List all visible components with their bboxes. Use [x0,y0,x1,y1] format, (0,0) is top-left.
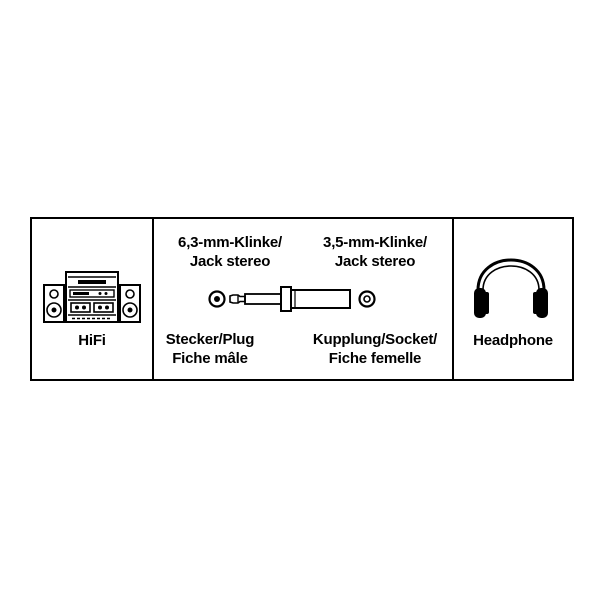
socket-gender-line-2: Fiche femelle [328,350,422,367]
plug-type-line-1: 6,3-mm-Klinke/ [178,234,282,251]
plug-gender-label: Stecker/Plug Fiche mâle [156,330,264,368]
headphones-icon [474,258,548,318]
plug-type-line-2: Jack stereo [189,253,271,270]
socket-gender-line-1: Kupplung/Socket/ [312,331,438,348]
plug-type-label: 6,3-mm-Klinke/ Jack stereo [156,233,304,271]
divider-right [452,217,454,381]
hifi-stereo-icon [43,271,141,323]
diagram-frame [30,217,574,381]
socket-type-label: 3,5-mm-Klinke/ Jack stereo [300,233,450,271]
jack-adapter-icon [208,286,376,312]
socket-type-line-1: 3,5-mm-Klinke/ [323,234,427,251]
plug-gender-line-2: Fiche mâle [172,350,248,367]
divider-left [152,217,154,381]
socket-gender-label: Kupplung/Socket/ Fiche femelle [302,330,448,368]
socket-type-line-2: Jack stereo [334,253,416,270]
headphone-label: Headphone [473,332,553,349]
plug-gender-line-1: Stecker/Plug [165,331,255,348]
hifi-label: HiFi [78,332,106,349]
